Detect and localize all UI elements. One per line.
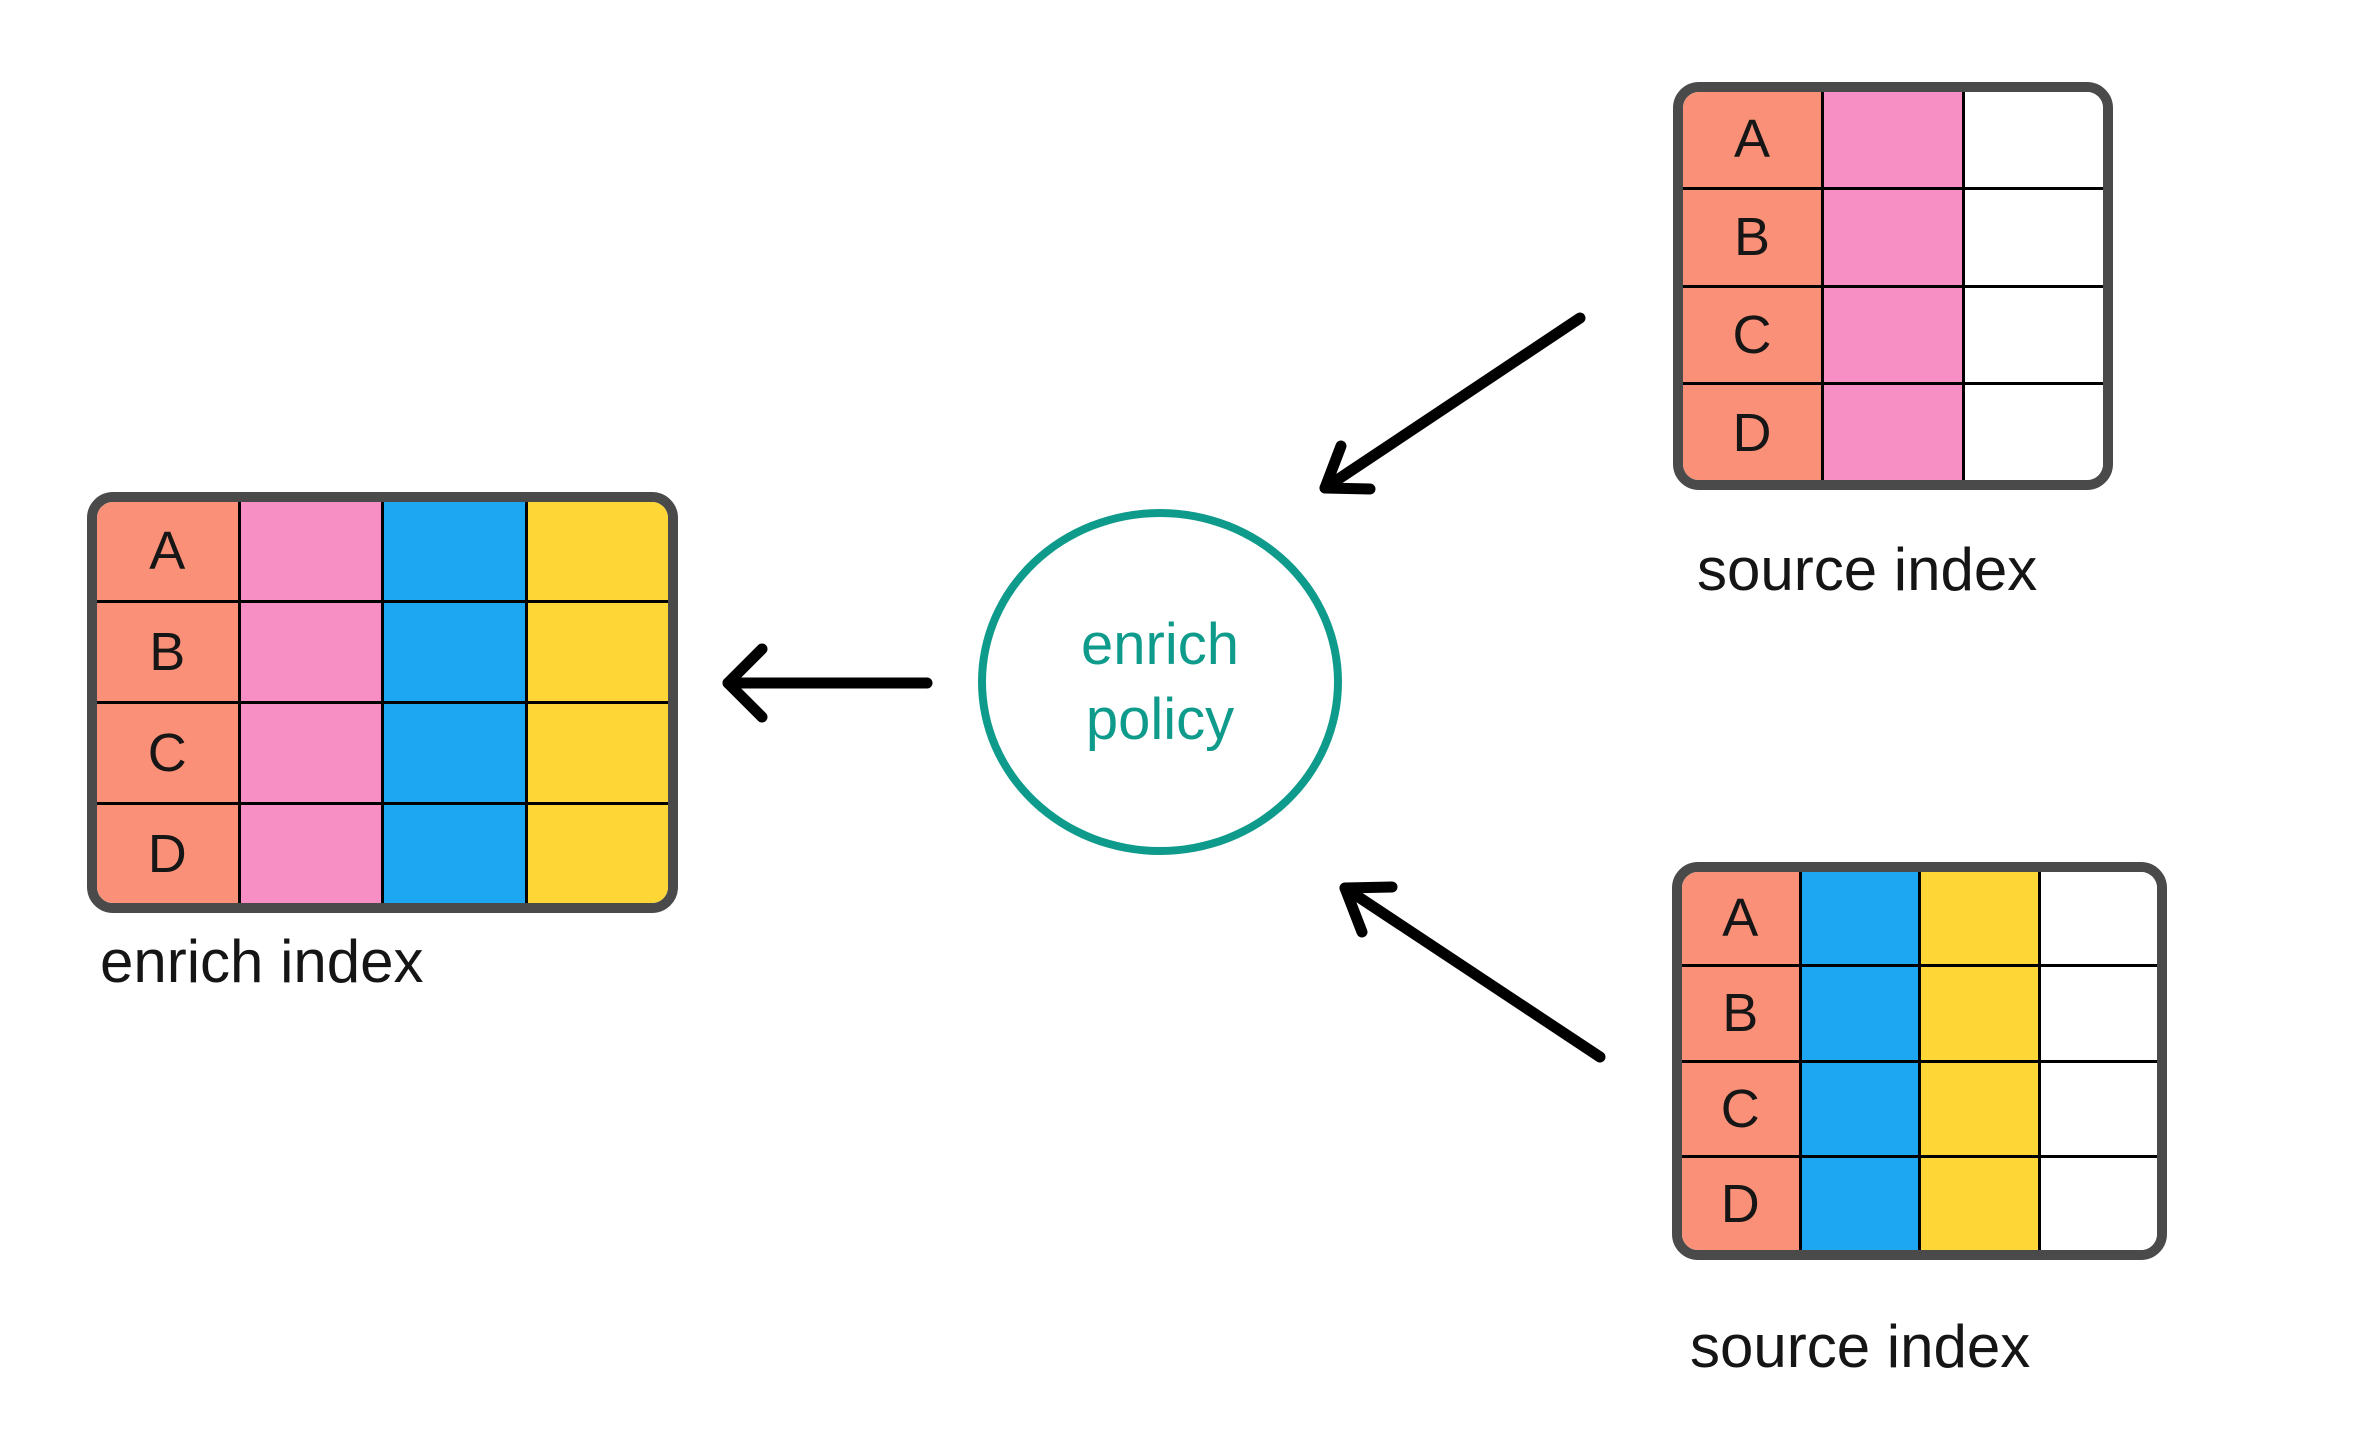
table-cell (240, 603, 384, 701)
row-label-cell: A (1683, 92, 1824, 187)
row-label: C (1720, 1078, 1760, 1139)
row-label: D (147, 824, 187, 884)
row-label: B (1733, 207, 1771, 268)
table-row: A (1682, 872, 2157, 968)
row-label: C (147, 723, 187, 783)
row-label-cell: D (1682, 1157, 1802, 1250)
row-label-cell: A (1682, 872, 1802, 965)
table-cell (240, 704, 384, 802)
table-cell (384, 603, 528, 701)
table-cell (1801, 967, 1921, 1060)
arrow-source-top-to-policy (1319, 312, 1586, 495)
table-cell (384, 805, 528, 903)
row-label-cell: C (1683, 287, 1824, 383)
table-row: C (97, 704, 668, 805)
table-cell (1965, 92, 2103, 187)
table-cell (2040, 967, 2157, 1060)
table-cell (1801, 1157, 1921, 1250)
enrich-policy-label-line1: enrich (1081, 611, 1239, 677)
source-index-top-caption: source index (1697, 536, 2038, 603)
arrow-policy-to-enrich-index (722, 643, 933, 723)
row-label-cell: B (97, 603, 241, 701)
table-cell (1965, 385, 2103, 480)
table-row: B (1682, 967, 2157, 1063)
row-label-cell: D (97, 805, 241, 903)
row-label-cell: D (1683, 385, 1824, 480)
table-cell (1801, 872, 1921, 965)
table-cell (384, 704, 528, 802)
table-cell (240, 502, 384, 600)
row-label: C (1732, 304, 1772, 365)
source-index-bottom-caption: source index (1690, 1313, 2031, 1380)
row-label-cell: B (1682, 967, 1802, 1060)
enrich-index-caption: enrich index (100, 928, 424, 995)
table-row: B (1683, 189, 2103, 288)
table-cell (2040, 1157, 2157, 1250)
table-cell (527, 502, 668, 600)
table-row: A (1683, 92, 2103, 190)
table-cell (1921, 1157, 2041, 1250)
row-label-cell: C (97, 704, 241, 802)
table-cell (1801, 1062, 1921, 1155)
table-cell (1965, 287, 2103, 383)
row-label-cell: C (1682, 1062, 1802, 1155)
table-cell (527, 704, 668, 802)
table-row: A (97, 502, 668, 603)
table-row: C (1682, 1062, 2157, 1158)
row-label: D (1720, 1173, 1760, 1234)
table-row: D (97, 805, 668, 903)
table-cell (1921, 872, 2041, 965)
table-cell (2040, 1062, 2157, 1155)
enrich-policy-node: enrich policy (978, 509, 1342, 855)
row-label: A (149, 521, 186, 581)
table-cell (384, 502, 528, 600)
table-row: D (1683, 385, 2103, 480)
row-label-cell: B (1683, 189, 1824, 285)
table-cell (1921, 1062, 2041, 1155)
table-cell (1824, 92, 1965, 187)
row-label-cell: A (97, 502, 241, 600)
table-cell (527, 603, 668, 701)
enrich-policy-label-line2: policy (1085, 687, 1235, 752)
table-cell (1824, 385, 1965, 480)
source-index-top-table: A B C D (1673, 82, 2113, 490)
arrow-source-bottom-to-policy (1339, 881, 1606, 1063)
table-cell (2040, 872, 2157, 965)
table-cell (240, 805, 384, 903)
row-label: A (1733, 109, 1771, 170)
table-cell (1921, 967, 2041, 1060)
source-index-bottom-table: A B C D (1672, 862, 2167, 1260)
table-cell (527, 805, 668, 903)
table-cell (1965, 189, 2103, 285)
table-row: C (1683, 287, 2103, 386)
enrich-index-table: A B C D (87, 492, 678, 913)
table-cell (1824, 189, 1965, 285)
row-label: D (1732, 402, 1772, 463)
table-row: B (97, 603, 668, 704)
table-cell (1824, 287, 1965, 383)
row-label: B (1722, 983, 1759, 1044)
row-label: A (1722, 888, 1759, 949)
table-row: D (1682, 1157, 2157, 1250)
row-label: B (149, 622, 186, 682)
